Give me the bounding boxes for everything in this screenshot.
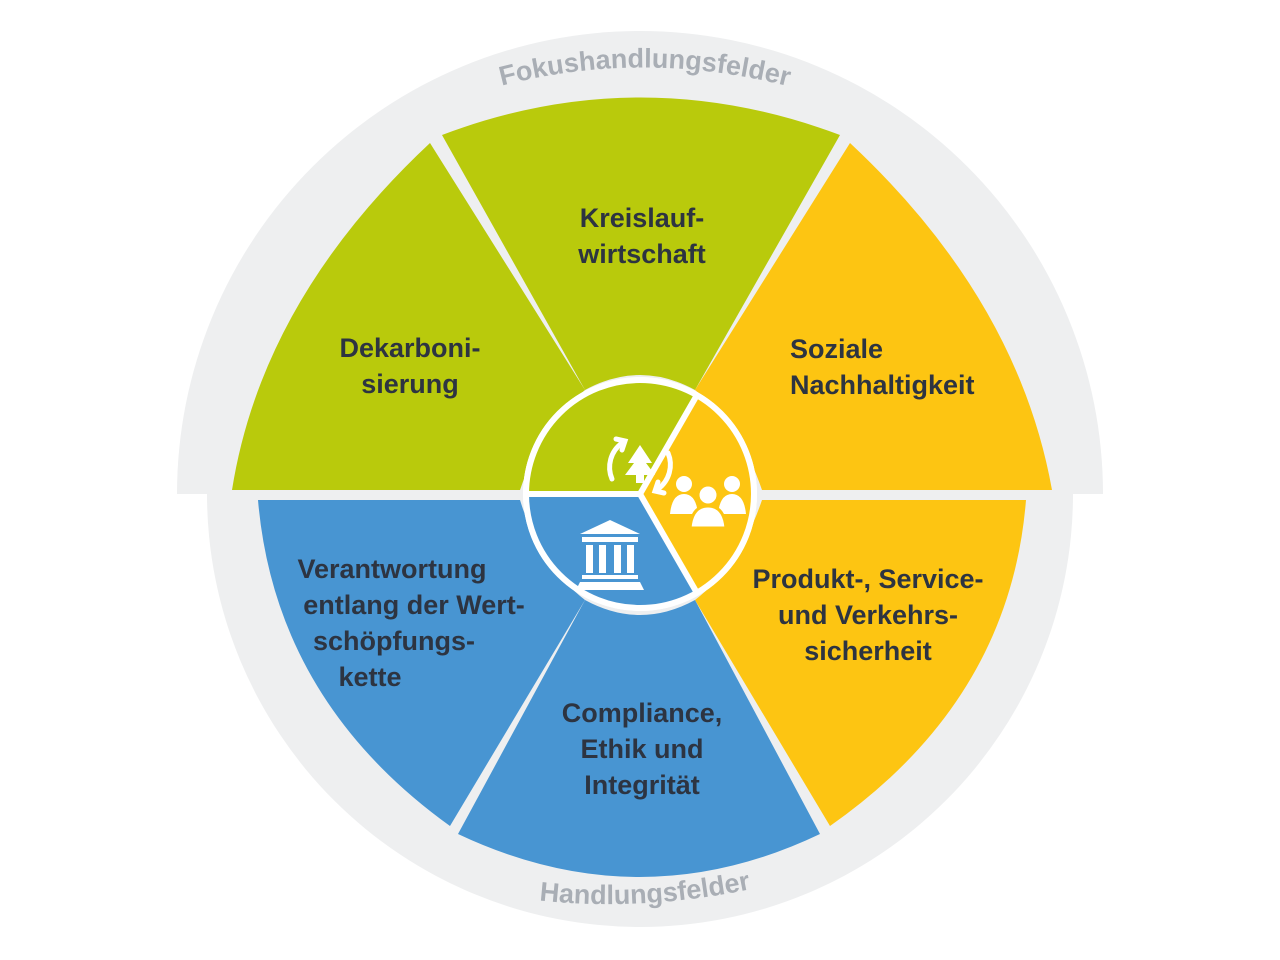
segment-label-line: sicherheit [804,636,932,666]
segment-soziale [695,143,1052,490]
segment-kreislaufwirtschaft [442,97,840,390]
segment-label-line: entlang der Wert- [303,590,525,620]
segment-label-line: Soziale [790,334,883,364]
segment-label-line: Ethik und [581,734,704,764]
people-group-icon [670,476,746,530]
segment-label-kreislaufwirtschaft: Kreislauf-wirtschaft [577,203,706,269]
segment-label-verantwortung: Verantwortung entlang der Wert-schöpfungs… [297,554,524,692]
segment-group [232,97,1052,877]
segment-label-line: wirtschaft [577,239,706,269]
segment-labels: Dekarboni-sierung Kreislauf-wirtschaftSoz… [297,203,983,800]
institution-building-icon [576,520,644,590]
segment-label-line: Integrität [584,770,700,800]
segment-compliance [458,600,820,877]
center-hub [523,377,757,611]
segment-label-line: Kreislauf- [580,203,705,233]
segment-label-line: Nachhaltigkeit [790,370,975,400]
segment-label-line: und Verkehrs- [778,600,958,630]
segment-label-line: Compliance, [562,698,723,728]
segment-label-line: Verantwortung [297,554,486,584]
segment-label-line: Dekarboni- [339,333,480,363]
segment-label-line: schöpfungs- [313,626,475,656]
segment-label-produkt: Produkt-, Service-und Verkehrs-sicherhei… [752,564,983,666]
segment-label-line: kette [338,662,401,692]
segment-produkt [695,500,1026,826]
segment-label-line: Produkt-, Service- [752,564,983,594]
segment-label-dekarbonisierung: Dekarboni-sierung [339,333,480,399]
tree-recycle-icon [607,436,673,496]
segment-label-line: sierung [361,369,459,399]
segment-dekarbonisierung [232,143,585,490]
segment-verantwortung [258,500,585,826]
